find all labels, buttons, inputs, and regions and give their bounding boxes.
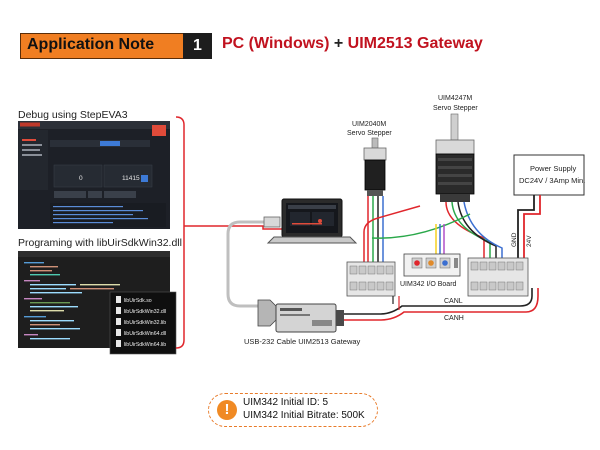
laptop-icon xyxy=(266,198,358,244)
gnd-wire xyxy=(517,195,535,258)
file-name: libUirSdkWin64.dll xyxy=(124,331,166,337)
page-title: PC (Windows) + UIM2513 Gateway xyxy=(222,35,483,53)
gnd-label: GND xyxy=(511,232,518,247)
terminal-block-left xyxy=(346,261,396,297)
file-list-item: libUirSdkWin32.dll xyxy=(116,307,166,315)
file-list-item: libUirSdk.so xyxy=(116,296,152,304)
app-note-number: 1 xyxy=(183,33,212,59)
title-part-gateway: UIM2513 Gateway xyxy=(347,35,483,52)
motor-small-type: Servo Stepper xyxy=(347,130,392,137)
canl-label: CANL xyxy=(444,298,463,305)
file-name: libUirSdkWin32.lib xyxy=(124,320,166,326)
app-note-label: Application Note xyxy=(27,36,155,53)
title-plus: + xyxy=(329,35,348,52)
debug-readout-right: 11415 xyxy=(122,175,140,182)
canl-wire xyxy=(344,288,533,315)
file-name: libUirSdk.so xyxy=(124,298,152,304)
motor-small-name: UIM2040M xyxy=(352,121,386,128)
usb-cable xyxy=(226,220,274,308)
programming-caption: Programing with libUirSdkWin32.dll xyxy=(18,237,182,249)
gateway-caption: USB-232 Cable UIM2513 Gateway xyxy=(244,337,361,346)
file-name: libUirSdkWin64.lib xyxy=(124,342,166,348)
power-label-2: DC24V / 3Amp Min. xyxy=(519,176,585,185)
file-name: libUirSdkWin32.dll xyxy=(124,309,166,315)
canh-label: CANH xyxy=(444,315,464,322)
power-supply xyxy=(513,154,585,196)
bracket-connector xyxy=(184,225,282,230)
io-board xyxy=(403,253,461,277)
title-part-pc: PC (Windows) xyxy=(222,35,330,52)
debug-caption: Debug using StepEVA3 xyxy=(18,109,128,121)
power-label-1: Power Supply xyxy=(530,164,577,173)
canh-wire xyxy=(344,288,539,321)
dll-file-list: libUirSdk.so libUirSdkWin32.dll libUirSd… xyxy=(109,291,177,355)
terminal-block-right xyxy=(467,257,529,297)
uim4247m-motor xyxy=(435,113,475,202)
app-note-badge xyxy=(20,33,212,59)
note-bitrate: UIM342 Initial Bitrate: 500K xyxy=(243,410,365,421)
v24-wire xyxy=(523,195,541,258)
uim2040m-motor xyxy=(363,137,387,196)
file-list-item: libUirSdkWin64.lib xyxy=(116,340,166,348)
io-board-label: UIM342 I/O Board xyxy=(400,281,457,288)
file-list-item: libUirSdkWin32.lib xyxy=(116,318,166,326)
uim2513-gateway xyxy=(257,299,344,333)
note-id: UIM342 Initial ID: 5 xyxy=(243,397,329,408)
usb-plug xyxy=(263,216,281,228)
panel-bracket xyxy=(175,116,185,349)
motor-large-type: Servo Stepper xyxy=(433,105,478,112)
motor-large-name: UIM4247M xyxy=(438,95,472,102)
file-list-item: libUirSdkWin64.dll xyxy=(116,329,166,337)
debug-software-screenshot: 0 11415 xyxy=(18,121,170,229)
debug-readout-left: 0 xyxy=(79,175,83,182)
exclamation-icon: ! xyxy=(217,400,237,420)
v24-label: 24V xyxy=(526,235,533,247)
